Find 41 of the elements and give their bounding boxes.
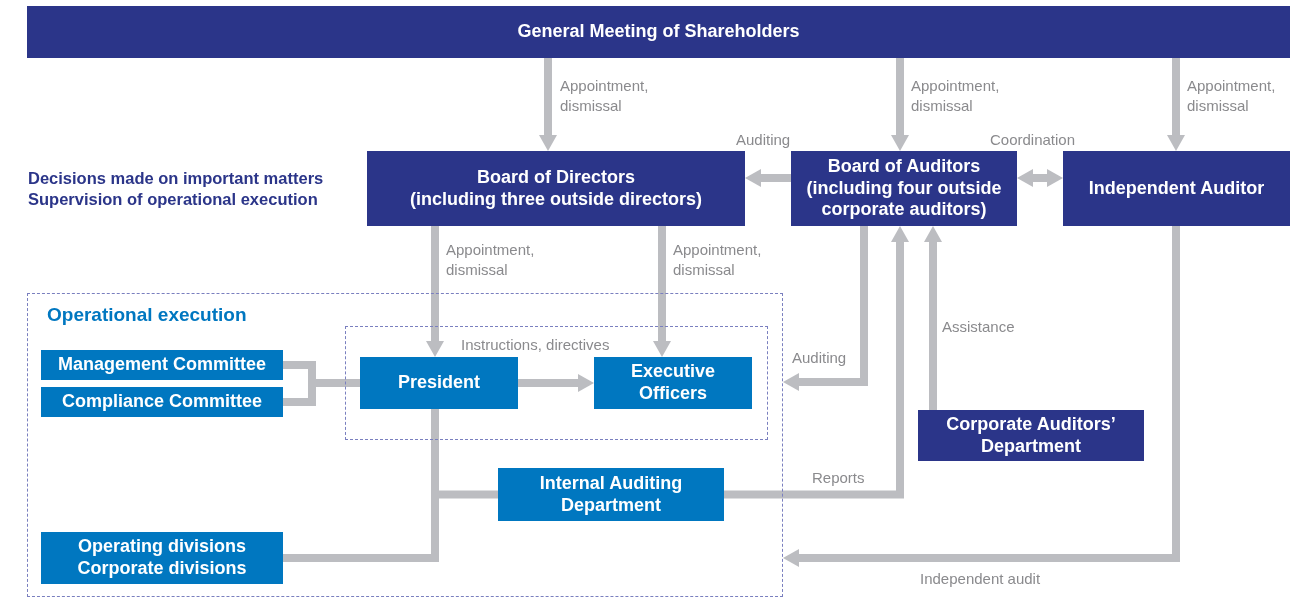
box-label: Management Committee (56, 354, 267, 376)
annotation-text: Decisions made on important matters (28, 168, 324, 189)
box-label: Compliance Committee (60, 391, 263, 413)
box-label: Board of Auditors (including four outside corporate auditors) (805, 156, 1003, 221)
org-box (41, 387, 283, 417)
org-box (27, 6, 1290, 58)
arrow (539, 58, 557, 151)
box-label: Independent Auditor (1087, 177, 1266, 200)
annotation-text: Supervision of operational execution (28, 189, 319, 211)
group-frame (27, 293, 783, 597)
arrow (1017, 169, 1063, 187)
org-box (918, 410, 1144, 461)
arrow (518, 374, 594, 392)
box-label: Internal Auditing Department (538, 472, 684, 517)
org-box (594, 357, 752, 409)
arrow (891, 58, 909, 151)
arrow (783, 226, 1180, 567)
arrow (426, 226, 444, 357)
box-label: General Meeting of Shareholders (516, 21, 801, 43)
group-title: Operational execution (46, 304, 248, 327)
org-box (367, 151, 745, 226)
org-box (41, 350, 283, 380)
arrow (745, 169, 791, 187)
box-label: Operating divisions (77, 536, 247, 558)
arrow (1167, 58, 1185, 151)
arrow (783, 226, 868, 391)
org-box (360, 357, 518, 409)
arrow (924, 226, 942, 410)
org-box (1063, 151, 1290, 226)
box-label: (including three outside directors) (409, 188, 703, 211)
org-box (41, 532, 283, 584)
box-label: Corporate divisions (76, 558, 248, 580)
arrow (653, 226, 671, 357)
org-box (791, 151, 1017, 226)
box-label: Executive Officers (629, 361, 717, 405)
dashed-frame (345, 326, 768, 440)
org-box (498, 468, 724, 521)
box-label: Corporate Auditors’ Department (945, 413, 1117, 458)
box-label: President (397, 372, 481, 394)
box-label: Board of Directors (476, 166, 636, 189)
arrow (724, 226, 909, 499)
